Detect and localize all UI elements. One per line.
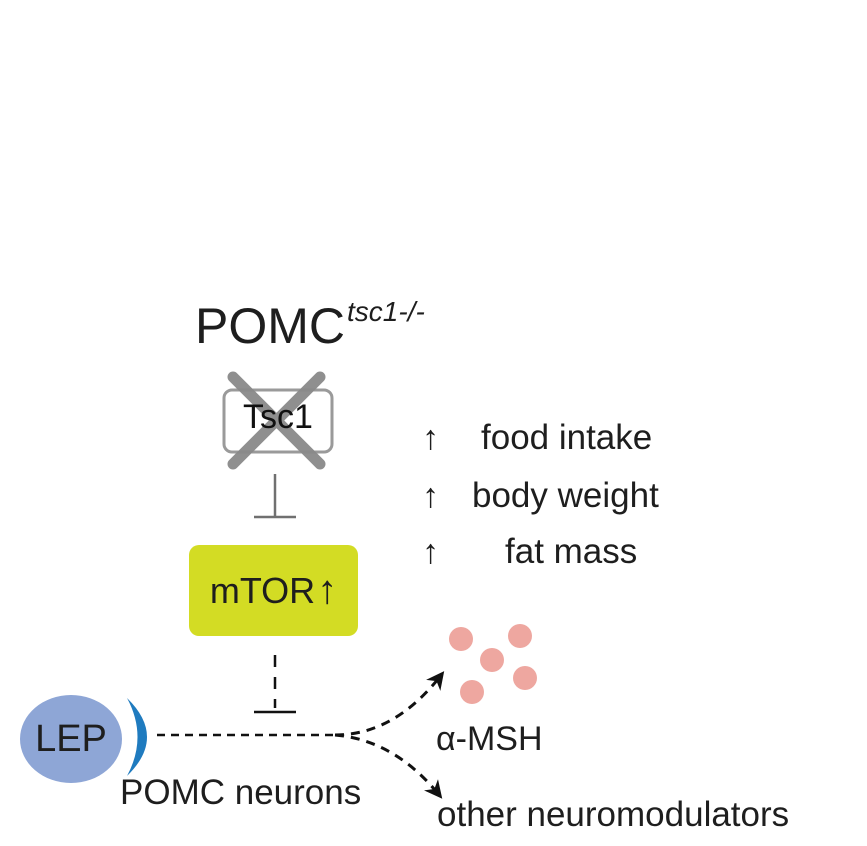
granule bbox=[449, 627, 473, 651]
knockout-cross-icon bbox=[227, 371, 326, 470]
arrow-to-msh bbox=[334, 671, 445, 737]
granule bbox=[460, 680, 484, 704]
granule bbox=[480, 648, 504, 672]
other-neuromodulators-label: other neuromodulators bbox=[437, 795, 790, 834]
up-arrow-icon: ↑ bbox=[422, 533, 439, 571]
up-arrow-icon: ↑ bbox=[422, 419, 439, 457]
leptin-label: LEP bbox=[35, 717, 107, 760]
mtor-box: mTOR↑ bbox=[189, 545, 358, 636]
tsc1-label: Tsc1 bbox=[243, 398, 313, 436]
leptin-receptor-icon bbox=[127, 698, 147, 776]
tsc1-inhibition-icon bbox=[254, 474, 296, 519]
pomc-neurons-label: POMC neurons bbox=[120, 773, 362, 812]
effect-body-weight: body weight bbox=[472, 476, 659, 515]
alpha-msh-label: α-MSH bbox=[436, 720, 543, 758]
effect-fat-mass: fat mass bbox=[505, 532, 638, 571]
granule bbox=[508, 624, 532, 648]
page-title: POMCtsc1-/- bbox=[195, 282, 425, 356]
up-arrow-icon: ↑ bbox=[422, 477, 439, 515]
granule bbox=[513, 666, 537, 690]
title-main: POMC bbox=[195, 298, 345, 354]
effect-food-intake: food intake bbox=[481, 418, 653, 457]
title-genotype: tsc1-/- bbox=[347, 296, 425, 327]
up-arrow-icon: ↑ bbox=[317, 568, 338, 612]
msh-granules bbox=[449, 624, 537, 704]
mtor-inhibition-icon bbox=[254, 655, 296, 714]
mtor-label: mTOR bbox=[209, 569, 316, 611]
leptin-circle: LEP bbox=[20, 695, 122, 783]
